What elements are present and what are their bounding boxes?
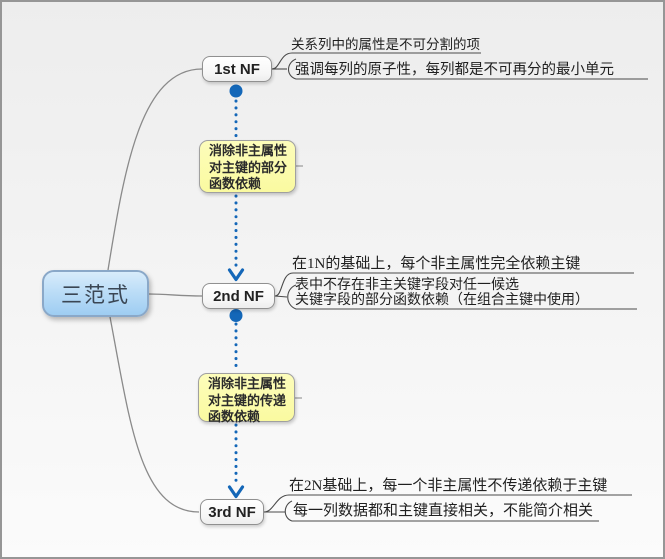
flow-origin-dot-2ndnf — [229, 309, 243, 322]
nf1-note1-underline — [271, 52, 481, 70]
transition-label-2[interactable]: 消除非主属性 对主键的传递 函数依赖 — [198, 373, 295, 424]
topic-2nd-nf-label: 2nd NF — [213, 287, 264, 305]
nf2-note1-underline — [274, 272, 634, 297]
nf2-note-stub — [274, 295, 288, 298]
note-3rd-nf-explanation[interactable]: 每一列数据都和主键直接相关，不能简介相关 — [293, 503, 594, 519]
nf1-note2-underline — [287, 58, 648, 80]
note-connectors — [263, 52, 648, 522]
root-topic[interactable]: 三范式 — [42, 270, 149, 317]
topic-3rd-nf[interactable]: 3rd NF — [200, 499, 264, 525]
nf3-note2-underline — [284, 500, 599, 522]
note-3rd-nf-definition[interactable]: 在2N基础上，每一个非主属性不传递依赖于主键 — [289, 478, 608, 494]
topic-3rd-nf-label: 3rd NF — [208, 503, 256, 521]
nf2-note2-underline — [287, 284, 637, 310]
note-2nd-nf-explanation[interactable]: 表中不存在非主关键字段对任一候选 关键字段的部分函数依赖（在组合主键中使用） — [295, 278, 589, 308]
topic-1st-nf-label: 1st NF — [214, 60, 260, 78]
arrowhead-to-2ndnf — [227, 268, 245, 282]
branch-root-to-1stnf — [107, 68, 203, 271]
branch-root-to-2ndnf — [148, 293, 203, 297]
transition-ticks — [295, 165, 303, 399]
flow-origin-dot-1stnf — [229, 84, 243, 98]
branch-root-to-3rdnf — [109, 316, 200, 513]
flow-arrows — [227, 84, 245, 499]
branch-curves — [107, 68, 203, 513]
topic-2nd-nf[interactable]: 2nd NF — [202, 283, 275, 309]
root-topic-label: 三范式 — [61, 282, 130, 307]
transition-label-1[interactable]: 消除非主属性 对主键的部分 函数依赖 — [199, 140, 296, 193]
note-1st-nf-explanation[interactable]: 强调每列的原子性，每列都是不可再分的最小单元 — [295, 62, 614, 78]
arrowhead-to-3rdnf — [227, 485, 245, 499]
note-1st-nf-definition[interactable]: 关系列中的属性是不可分割的项 — [291, 37, 480, 52]
note-2nd-nf-definition[interactable]: 在1N的基础上，每个非主属性完全依赖主键 — [292, 256, 581, 272]
nf3-note1-underline — [263, 494, 632, 513]
topic-1st-nf[interactable]: 1st NF — [202, 56, 272, 82]
